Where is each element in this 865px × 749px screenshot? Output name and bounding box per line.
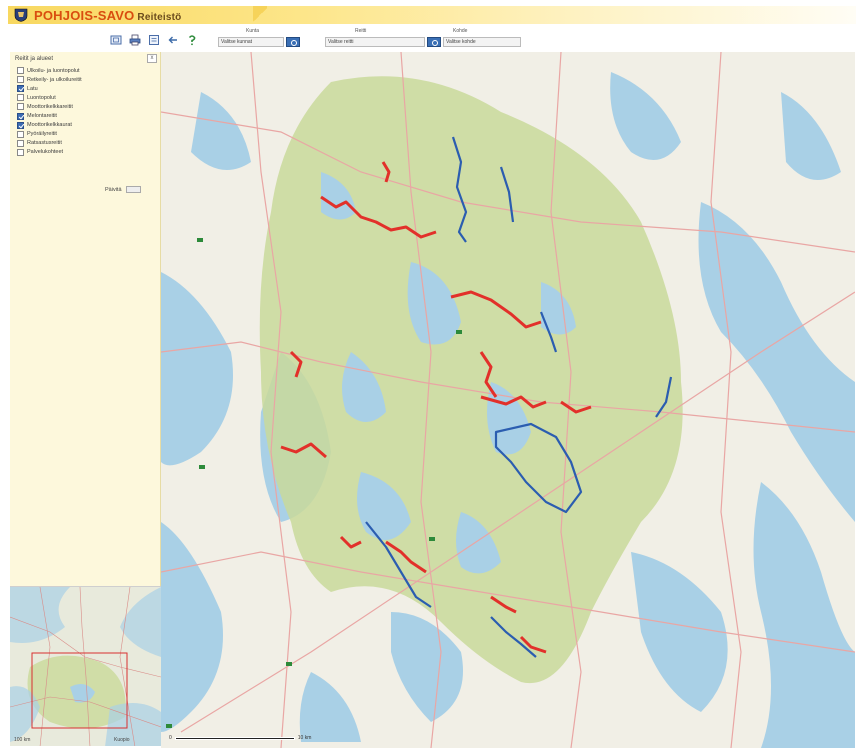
layer-item[interactable]: Ulkoilu- ja luontopolut bbox=[17, 66, 157, 75]
layer-checkbox[interactable] bbox=[17, 121, 24, 129]
layer-item[interactable]: Retkeily- ja ulkoilureitit bbox=[17, 75, 157, 84]
layer-label: Moottorikelkkareitit bbox=[27, 103, 73, 110]
route-select[interactable]: Valitse reitti bbox=[325, 37, 425, 47]
layer-item[interactable]: Pyöräilyreitit bbox=[17, 130, 157, 139]
map-scale-end: 10 km bbox=[297, 735, 312, 741]
info-icon[interactable] bbox=[148, 34, 160, 46]
layer-label: Palvelukohteet bbox=[27, 149, 64, 156]
layer-label: Ulkoilu- ja luontopolut bbox=[27, 67, 80, 74]
title-band bbox=[8, 6, 856, 24]
help-icon[interactable] bbox=[186, 34, 198, 46]
layer-label: Moottorikelkkaurat bbox=[27, 122, 72, 129]
map-markers bbox=[166, 238, 462, 728]
title-tab-notch bbox=[253, 6, 267, 24]
layer-checkbox[interactable] bbox=[17, 76, 24, 84]
municipality-caption: Kunta bbox=[246, 28, 260, 34]
map-trails-red bbox=[280, 161, 592, 654]
back-arrow-icon[interactable] bbox=[167, 34, 179, 46]
layer-checkbox[interactable] bbox=[17, 130, 24, 138]
layer-checkbox[interactable] bbox=[17, 67, 24, 75]
target-select[interactable]: Valitse kohde bbox=[443, 37, 521, 47]
map-trails-blue bbox=[365, 136, 673, 658]
layer-checkbox[interactable] bbox=[17, 139, 24, 147]
main-map-canvas bbox=[161, 52, 855, 748]
layer-panel: Reitit ja alueet x Ulkoilu- ja luontopol… bbox=[10, 52, 161, 586]
toolbar bbox=[110, 30, 198, 50]
map-scale-bar: 0 10 km bbox=[169, 735, 311, 741]
layer-checkbox[interactable] bbox=[17, 85, 24, 93]
layer-item[interactable]: Latu bbox=[17, 84, 157, 93]
layer-checkbox[interactable] bbox=[17, 112, 24, 120]
layer-label: Pyöräilyreitit bbox=[27, 131, 57, 138]
map-region-area bbox=[259, 76, 683, 684]
route-caption: Reitti bbox=[355, 28, 367, 34]
layer-label: Latu bbox=[27, 85, 38, 92]
layer-item[interactable]: Ratsastusreitit bbox=[17, 139, 157, 148]
municipality-go-button[interactable] bbox=[286, 37, 300, 47]
refresh-button[interactable] bbox=[125, 186, 141, 193]
layer-label: Retkeily- ja ulkoilureitit bbox=[27, 76, 82, 83]
target-caption: Kohde bbox=[453, 28, 468, 34]
app-title-text: POHJOIS-SAVO bbox=[34, 8, 135, 23]
refresh-label: Päivitä bbox=[105, 186, 122, 193]
layer-item[interactable]: Palvelukohteet bbox=[17, 148, 157, 157]
app-subtitle: Reiteistö bbox=[137, 12, 182, 23]
municipality-select[interactable]: Valitse kunnat bbox=[218, 37, 284, 47]
map-region-lakes bbox=[321, 172, 576, 574]
route-search: Reitti Kohde Valitse reitti Valitse kohd… bbox=[325, 28, 525, 52]
overview-map-canvas bbox=[10, 587, 161, 746]
map-scale-graphic bbox=[174, 736, 295, 740]
layer-panel-close-button[interactable]: x bbox=[147, 54, 157, 63]
overview-scale-label: 100 km bbox=[14, 737, 31, 743]
municipality-search: Kunta Valitse kunnat bbox=[218, 28, 306, 52]
route-go-button[interactable] bbox=[427, 37, 441, 47]
layer-label: Ratsastusreitit bbox=[27, 140, 62, 147]
overview-place-label: Kuopio bbox=[114, 737, 130, 743]
refresh-control: Päivitä bbox=[105, 186, 141, 193]
main-map[interactable]: 0 10 km bbox=[161, 52, 855, 748]
layer-checkbox[interactable] bbox=[17, 103, 24, 111]
map-scale-start: 0 bbox=[169, 735, 172, 741]
layer-label: Luontopolut bbox=[27, 94, 56, 101]
layer-panel-title: Reitit ja alueet bbox=[15, 56, 54, 62]
layer-checkbox[interactable] bbox=[17, 94, 24, 102]
print-icon[interactable] bbox=[129, 34, 141, 46]
layer-label: Melontareitit bbox=[27, 113, 57, 120]
layer-item[interactable]: Melontareitit bbox=[17, 111, 157, 120]
coat-of-arms-icon bbox=[14, 8, 28, 22]
zoom-extent-icon[interactable] bbox=[110, 34, 122, 46]
layer-item[interactable]: Moottorikelkkaurat bbox=[17, 121, 157, 130]
layer-item[interactable]: Moottorikelkkareitit bbox=[17, 102, 157, 111]
overview-map[interactable]: 100 km Kuopio bbox=[10, 586, 161, 746]
layer-checkbox[interactable] bbox=[17, 148, 24, 156]
layer-item[interactable]: Luontopolut bbox=[17, 93, 157, 102]
